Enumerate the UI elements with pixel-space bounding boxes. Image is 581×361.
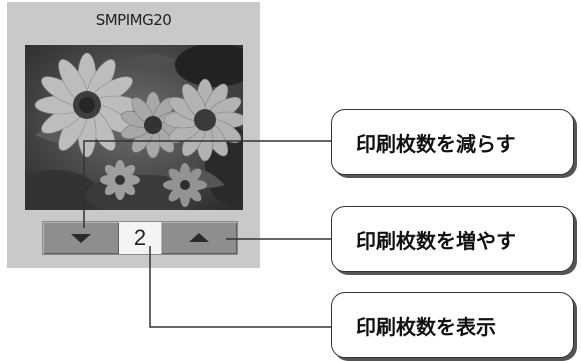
copy-count-value: 2 [133,225,147,250]
triangle-up-icon [189,233,209,242]
callout-decrease-copies: 印刷枚数を減らす [331,109,574,175]
photo-thumbnail[interactable] [25,45,243,210]
callout-increase-copies: 印刷枚数を増やす [331,206,574,272]
image-thumbnail-panel[interactable]: SMPIMG20 [7,2,260,268]
copy-count-control: 2 [42,221,238,255]
callout-display-copies: 印刷枚数を表示 [331,292,574,358]
increase-copies-button[interactable] [161,222,237,254]
decrease-copies-button[interactable] [43,222,119,254]
image-filename: SMPIMG20 [95,11,172,29]
flower-photo [25,45,243,210]
leader-line-decrease [83,140,331,228]
triangle-down-icon [71,234,91,243]
leader-line-display [149,246,331,328]
